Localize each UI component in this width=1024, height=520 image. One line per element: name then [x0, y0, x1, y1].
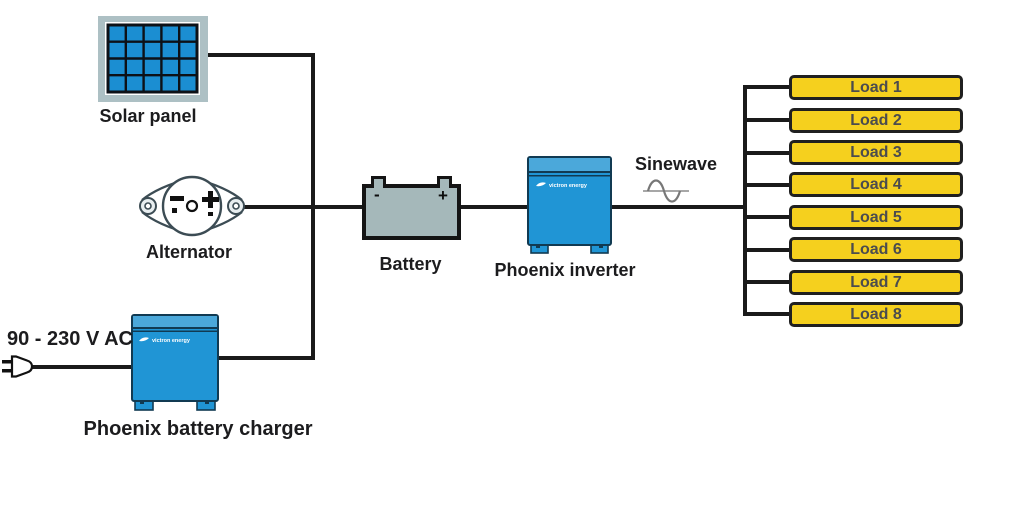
wire-battery-to-inverter	[459, 205, 532, 209]
wire-branch-load7	[745, 280, 790, 284]
wire-branch-load8	[745, 312, 790, 316]
battery-terminal-minus	[371, 176, 386, 188]
battery-plus-sign: +	[438, 186, 448, 205]
load-box-3: Load 3	[789, 140, 963, 165]
charger-label: Phoenix battery charger	[83, 418, 313, 440]
alternator-icon	[139, 175, 245, 237]
battery-terminal-plus	[437, 176, 452, 188]
load-box-1: Load 1	[789, 75, 963, 100]
load-box-2: Load 2	[789, 108, 963, 133]
wire-solar-to-bus	[204, 53, 315, 57]
inverter-icon: victron energy	[527, 156, 612, 254]
wire-plug-cord	[29, 365, 134, 369]
load-box-6: Load 6	[789, 237, 963, 262]
inverter-label: Phoenix inverter	[494, 260, 636, 280]
battery-minus-sign: -	[374, 185, 380, 204]
alternator-label: Alternator	[145, 242, 232, 262]
charger-icon: victron energy	[131, 314, 219, 411]
wire-load-bus-vertical	[743, 85, 747, 316]
load-box-4: Load 4	[789, 172, 963, 197]
load-box-5: Load 5	[789, 205, 963, 230]
plug-icon	[2, 355, 34, 378]
sinewave-label: Sinewave	[634, 154, 718, 174]
inverter-brand-text: victron energy	[549, 183, 588, 189]
wire-alternator-to-battery	[240, 205, 364, 209]
sinewave-icon	[643, 179, 689, 203]
charger-brand-text: victron energy	[152, 338, 191, 344]
load-box-7: Load 7	[789, 270, 963, 295]
wire-branch-load5	[745, 215, 790, 219]
battery-icon	[362, 184, 461, 240]
wire-charger-to-bus	[217, 356, 315, 360]
wire-branch-load4	[745, 183, 790, 187]
load-box-8: Load 8	[789, 302, 963, 327]
solar-panel-label: Solar panel	[99, 106, 197, 126]
wire-inverter-to-loadbus	[608, 205, 747, 209]
battery-label: Battery	[379, 254, 442, 274]
wire-branch-load3	[745, 151, 790, 155]
wire-branch-load6	[745, 248, 790, 252]
solar-panel-icon	[98, 16, 208, 102]
wire-branch-load1	[745, 85, 790, 89]
wire-branch-load2	[745, 118, 790, 122]
ac-input-label: 90 - 230 V AC	[7, 328, 133, 350]
